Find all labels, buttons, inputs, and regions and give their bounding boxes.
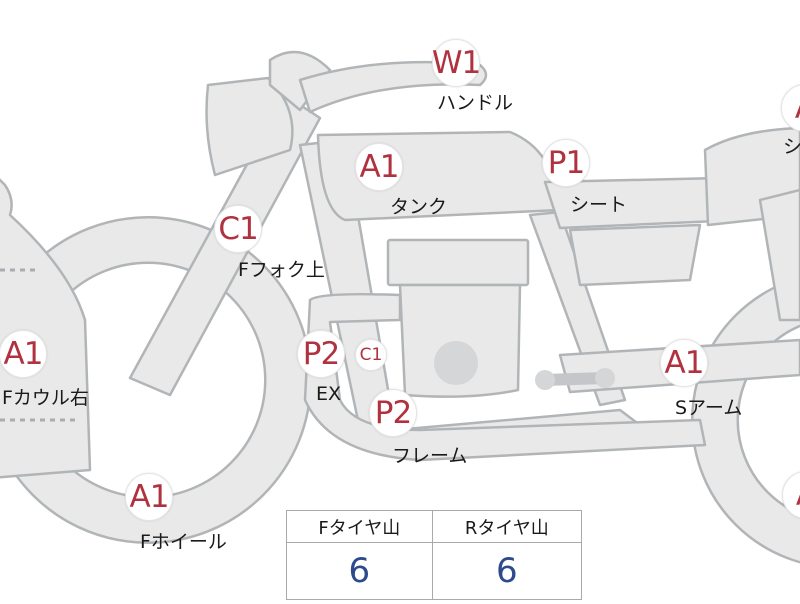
tyre-table-value-row: 6 6 xyxy=(286,542,583,600)
exhaust-sub-code-badge: C1 xyxy=(355,339,387,371)
front-cowl-shape xyxy=(0,178,92,479)
swing-arm-code-badge: A1 xyxy=(660,339,708,387)
exhaust-code-badge: P2 xyxy=(297,330,345,378)
engine-shape xyxy=(386,238,530,287)
front-cowl-right-label: Fカウル右 xyxy=(2,387,89,409)
handle-label: ハンドル xyxy=(437,92,514,114)
tyre-tread-table: Fタイヤ山 Rタイヤ山 6 6 xyxy=(286,510,583,600)
front-cowl-right-code-badge: A1 xyxy=(0,330,47,378)
seat-label: シート xyxy=(570,194,628,216)
fork-upper-code-badge: C1 xyxy=(214,205,262,253)
exhaust-label: EX xyxy=(316,383,342,405)
front-wheel-code-badge: A1 xyxy=(125,473,173,521)
frame-label: フレーム xyxy=(392,445,468,467)
rear-top-partial-label: シ xyxy=(783,136,800,158)
front-tyre-value: 6 xyxy=(286,542,433,600)
handle-code-badge: W1 xyxy=(432,39,481,87)
frame-code-badge: P2 xyxy=(369,389,417,437)
tyre-table-header-row: Fタイヤ山 Rタイヤ山 xyxy=(286,510,583,543)
rear-tyre-header: Rタイヤ山 xyxy=(431,510,583,543)
front-wheel-label: Fホイール xyxy=(140,531,227,553)
tank-label: タンク xyxy=(390,196,448,218)
front-tyre-header: Fタイヤ山 xyxy=(286,510,433,543)
fork-upper-label: Fフォク上 xyxy=(238,259,325,281)
rear-tyre-value: 6 xyxy=(431,542,583,600)
swing-arm-label: Sアーム xyxy=(675,397,743,419)
seat-code-badge: P1 xyxy=(542,139,590,187)
tank-code-badge: A1 xyxy=(355,143,403,191)
